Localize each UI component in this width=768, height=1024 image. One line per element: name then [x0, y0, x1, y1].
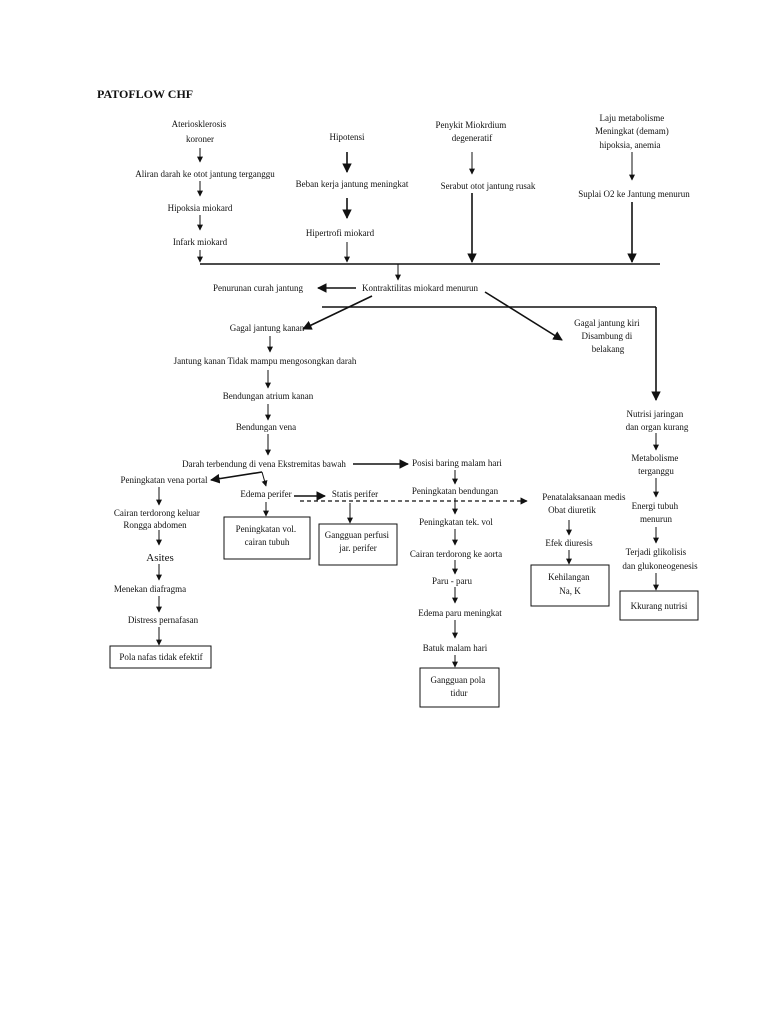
node-aliran-darah: Aliran darah ke otot jantung terganggu: [135, 169, 275, 179]
node-edema-paru: Edema paru meningkat: [418, 608, 502, 618]
node-labels: Ateriosklerosis koroner Aliran darah ke …: [114, 113, 698, 698]
node-metabolisme: Metabolisme terganggu: [631, 453, 680, 476]
node-peningkatan-vol: Peningkatan vol. cairan tubuh: [236, 524, 299, 547]
node-darah-terbendung: Darah terbendung di vena Ekstremitas baw…: [182, 459, 346, 469]
node-distress: Distress pernafasan: [128, 615, 199, 625]
node-cairan-aorta: Cairan terdorong ke aorta: [410, 549, 502, 559]
node-bendungan-atrium: Bendungan atrium kanan: [223, 391, 314, 401]
node-serabut-otot: Serabut otot jantung rusak: [441, 181, 536, 191]
node-infark-miokard: Infark miokard: [173, 237, 228, 247]
node-glikolisis: Terjadi glikolisis dan glukoneogenesis: [622, 547, 698, 571]
node-hipotensi: Hipotensi: [330, 132, 365, 142]
node-kontraktilitas: Kontraktilitas miokard menurun: [362, 283, 478, 293]
node-bendungan-vena: Bendungan vena: [236, 422, 296, 432]
node-peningkatan-tek: Peningkatan tek. vol: [419, 517, 493, 527]
node-pola-nafas: Pola nafas tidak efektif: [119, 652, 202, 662]
node-hipoksia-miokard: Hipoksia miokard: [168, 203, 233, 213]
node-hipertrofi: Hipertrofi miokard: [306, 228, 375, 238]
node-penatalaksanaan: Penatalaksanaan medis Obat diuretik: [542, 492, 627, 515]
boxes: [109, 516, 699, 708]
node-kehilangan: Kehilangan Na, K: [548, 572, 592, 596]
node-batuk: Batuk malam hari: [423, 643, 488, 653]
node-energi: Energi tubuh menurun: [632, 501, 681, 524]
peningkatan-vol-box: [223, 516, 311, 560]
node-kkurang-nutrisi: Kkurang nutrisi: [631, 601, 688, 611]
node-gangguan-tidur: Gangguan pola tidur: [431, 675, 488, 698]
node-laju-metabolisme: Laju metabolisme Meningkat (demam) hipok…: [595, 113, 671, 150]
node-peningkatan-bendungan: Peningkatan bendungan: [412, 486, 499, 496]
node-asites: Asites: [146, 552, 174, 564]
node-gagal-kanan: Gagal jantung kanan: [230, 323, 305, 333]
node-penyakit-miokardium: Penykit Miokrdium degeneratif: [435, 120, 508, 143]
gangguan-tidur-box: [419, 667, 500, 708]
node-tidak-mampu: Jantung kanan Tidak mampu mengosongkan d…: [174, 356, 357, 366]
node-suplai-o2: Suplai O2 ke Jantung menurun: [578, 189, 690, 199]
node-aterosklerosis: Ateriosklerosis koroner: [172, 119, 229, 144]
kehilangan-box: [530, 564, 610, 607]
node-peningkatan-portal: Peningkatan vena portal: [121, 475, 208, 485]
node-posisi-baring: Posisi baring malam hari: [412, 458, 502, 468]
node-cairan-abdomen: Cairan terdorong keluar Rongga abdomen: [114, 508, 202, 530]
node-gangguan-perfusi: Gangguan perfusi jar. perifer: [325, 530, 391, 553]
node-menekan-diafragma: Menekan diafragma: [114, 584, 186, 594]
node-gagal-kiri: Gagal jantung kiri Disambung di belakang: [574, 318, 642, 354]
node-nutrisi-jaringan: Nutrisi jaringan dan organ kurang: [626, 409, 689, 432]
node-penurunan-curah: Penurunan curah jantung: [213, 283, 303, 293]
pola-nafas-box: [109, 645, 212, 669]
node-statis-perifer: Statis perifer: [332, 489, 378, 499]
gangguan-perfusi-box: [318, 523, 398, 566]
node-paru: Paru - paru: [432, 576, 472, 586]
diagram-title: PATOFLOW CHF: [97, 87, 193, 101]
node-edema-perifer: Edema perifer: [240, 489, 291, 499]
connectors: [156, 148, 661, 668]
node-beban-kerja: Beban kerja jantung meningkat: [296, 179, 409, 189]
node-efek-diuresis: Efek diuresis: [545, 538, 593, 548]
kkurang-nutrisi-box: [619, 590, 699, 621]
